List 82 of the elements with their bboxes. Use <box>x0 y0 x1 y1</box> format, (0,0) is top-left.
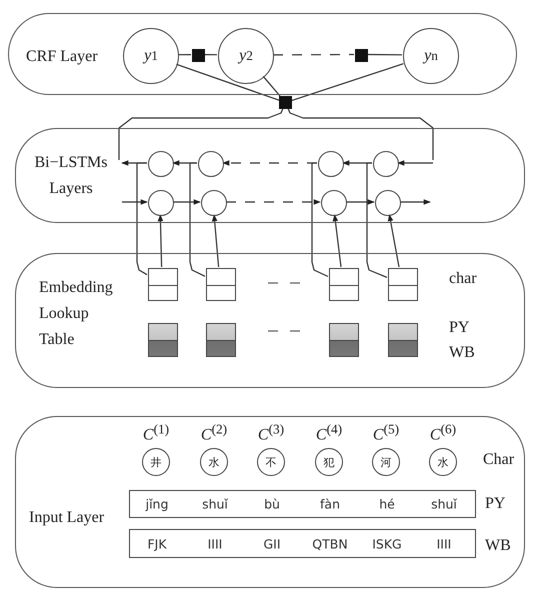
connector-line <box>136 162 148 276</box>
connector-line <box>176 64 280 101</box>
cell-text: GII <box>263 536 281 551</box>
input-row <box>129 490 476 518</box>
index-label: C$^{(2)}$ <box>200 421 228 445</box>
feature-vector <box>388 323 418 357</box>
row-label: PY <box>449 318 470 338</box>
row-label: char <box>449 269 478 289</box>
layer-label: Embedding Lookup Table <box>39 278 114 350</box>
cell-text: FJK <box>147 536 167 551</box>
lstm-cell <box>373 151 399 177</box>
connector-line <box>118 108 284 160</box>
lstm-cell <box>148 190 174 216</box>
row-label: WB <box>485 536 512 556</box>
cell-text: shuǐ <box>431 496 457 512</box>
factor-square <box>192 49 205 62</box>
connector-line <box>178 54 191 56</box>
index-label: C$^{(6)}$ <box>430 421 456 445</box>
factor-square <box>279 96 292 109</box>
index-label: C$^{(4)}$ <box>316 421 342 445</box>
connector-line <box>311 162 328 278</box>
arrow <box>173 199 201 205</box>
arrow <box>388 214 400 268</box>
cell-text: hé <box>379 496 395 512</box>
connector-line <box>189 162 206 277</box>
cell-text: bù <box>264 496 280 512</box>
arrow <box>397 160 433 166</box>
feature-vector <box>329 323 359 357</box>
character-circle: 河 <box>372 448 400 476</box>
lstm-cell <box>375 190 401 216</box>
connector-line <box>292 63 404 101</box>
character-circle: 水 <box>200 448 228 476</box>
character-circle: 水 <box>429 448 457 476</box>
cell-text: IIII <box>436 536 452 551</box>
character-circle: 犯 <box>315 448 343 476</box>
cell-text: fàn <box>320 496 340 512</box>
index-label: C$^{(1)}$ <box>142 421 170 445</box>
connector-line <box>262 76 280 96</box>
connector-line <box>366 162 388 278</box>
layer-label: Bi−LSTMs Layers <box>33 153 109 199</box>
cell-text: IIII <box>208 536 222 551</box>
lstm-cell <box>198 151 224 177</box>
row-label: WB <box>449 343 476 363</box>
connector-line <box>288 108 434 160</box>
connector-line <box>204 54 217 56</box>
index-label: C$^{(5)}$ <box>372 421 400 445</box>
embedding-vector <box>329 268 359 301</box>
layer-label: CRF Layer <box>26 47 99 67</box>
arrow <box>212 214 220 268</box>
embedding-vector <box>206 268 236 301</box>
row-label: PY <box>485 494 506 514</box>
embedding-vector <box>148 268 178 301</box>
feature-vector <box>206 323 236 357</box>
layer-panel <box>8 13 517 95</box>
arrow <box>226 199 321 205</box>
index-label: C$^{(3)}$ <box>258 421 284 445</box>
lstm-cell <box>321 190 347 216</box>
cell-text: jǐng <box>146 496 168 512</box>
lstm-cell <box>148 151 174 177</box>
layer-panel <box>15 128 525 223</box>
arrow <box>332 214 342 268</box>
lstm-cell <box>201 190 227 216</box>
feature-vector <box>148 323 178 357</box>
character-circle: 不 <box>257 448 285 476</box>
layer-label: Input Layer <box>29 508 106 528</box>
cell-text: shuǐ <box>202 496 228 512</box>
embedding-vector <box>388 268 418 301</box>
factor-square <box>355 49 368 62</box>
character-circle: 井 <box>142 448 170 476</box>
cell-text: ISKG <box>372 536 402 551</box>
arrow <box>346 199 375 205</box>
lstm-cell <box>318 151 344 177</box>
arrow <box>122 199 148 205</box>
cell-text: QTBN <box>312 536 348 551</box>
layer-panel <box>15 253 525 388</box>
arrow <box>158 214 164 268</box>
input-row <box>129 529 476 558</box>
connector-line <box>367 54 402 56</box>
layer-panel <box>15 416 525 588</box>
connector-line <box>273 54 354 56</box>
arrow <box>400 199 431 205</box>
row-label: Char <box>483 450 516 470</box>
